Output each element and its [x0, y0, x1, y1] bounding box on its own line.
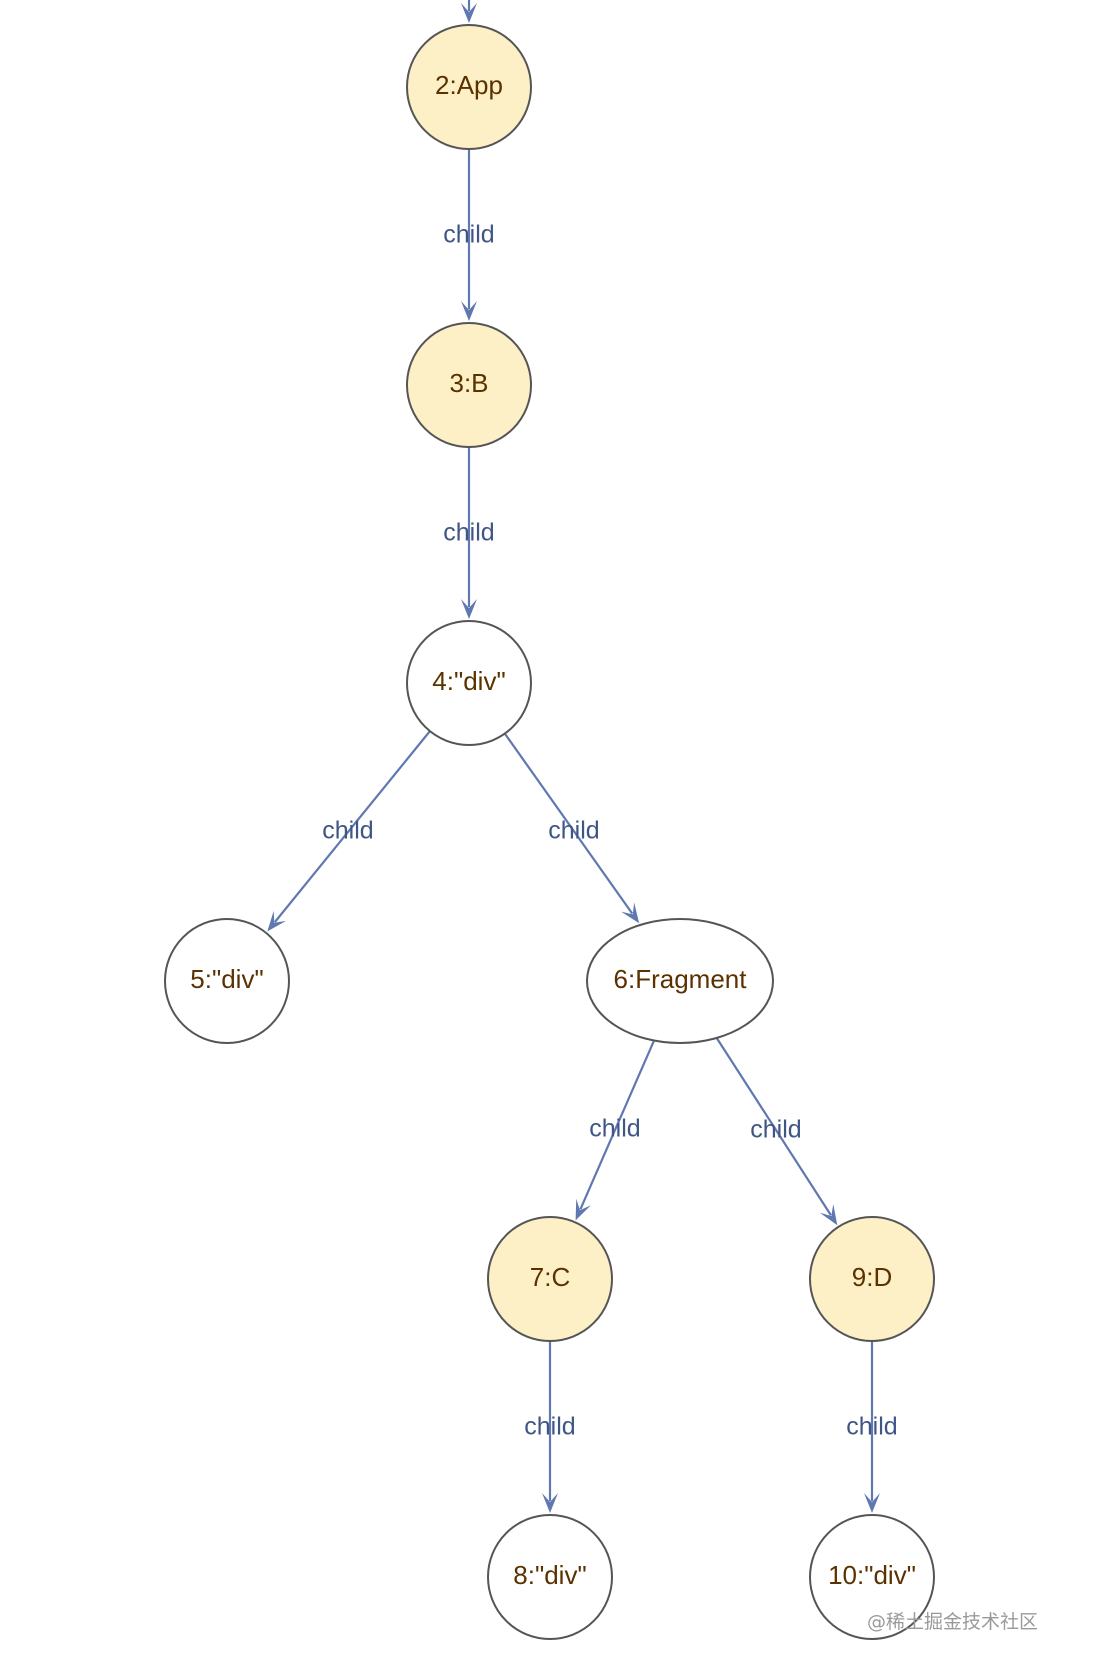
tree-node-n10: 10:"div"	[809, 1514, 935, 1640]
node-shape	[406, 620, 532, 746]
edge-line	[274, 730, 431, 923]
edge-label: child	[443, 221, 494, 249]
arrowhead-icon	[461, 3, 477, 23]
node-label: 9:D	[852, 1262, 892, 1292]
node-shape	[809, 1514, 935, 1640]
node-label: 5:"div"	[190, 964, 263, 994]
edges-layer: child child child child child child child child	[267, 0, 898, 1513]
arrowhead-icon	[819, 1204, 838, 1226]
node-label: 10:"div"	[828, 1560, 916, 1590]
node-label: 2:App	[435, 70, 503, 100]
node-label: 8:"div"	[513, 1560, 586, 1590]
edge-n9-n10: child	[846, 1341, 898, 1513]
node-shape	[809, 1216, 935, 1342]
node-shape	[406, 322, 532, 448]
edge-line	[503, 732, 634, 915]
node-label: 7:C	[530, 1262, 570, 1292]
edge-label: child	[750, 1116, 801, 1144]
tree-node-n4: 4:"div"	[406, 620, 532, 746]
tree-node-n9: 9:D	[809, 1216, 935, 1342]
tree-node-n2: 2:App	[406, 24, 532, 150]
nodes-layer: 2:App 3:B 4:"div" 5:"div" 6:Fragment 7:C 8:"di…	[164, 24, 935, 1640]
tree-node-n5: 5:"div"	[164, 918, 290, 1044]
node-shape	[487, 1216, 613, 1342]
edge-label: child	[846, 1413, 897, 1441]
arrowhead-icon	[267, 910, 287, 932]
edge-label: child	[548, 817, 599, 845]
arrowhead-icon	[542, 1493, 558, 1513]
edge-n3-n4: child	[443, 447, 495, 619]
node-label: 3:B	[449, 368, 488, 398]
edge-line	[579, 1040, 656, 1210]
arrowhead-icon	[461, 301, 477, 321]
tree-node-n7: 7:C	[487, 1216, 613, 1342]
arrowhead-icon	[621, 902, 640, 924]
tree-node-n6: 6:Fragment	[586, 918, 774, 1044]
edge-n4-n5: child	[267, 730, 431, 932]
edge-label: child	[524, 1413, 575, 1441]
tree-node-n8: 8:"div"	[487, 1514, 613, 1640]
tree-node-n3: 3:B	[406, 322, 532, 448]
node-shape	[586, 918, 774, 1044]
edge-label: child	[322, 817, 373, 845]
node-shape	[164, 918, 290, 1044]
edge-line	[715, 1037, 832, 1216]
node-label: 4:"div"	[432, 666, 505, 696]
arrowhead-icon	[575, 1198, 591, 1221]
edge-n6-n7: child	[575, 1040, 656, 1221]
edge-incoming-root	[461, 0, 477, 23]
node-shape	[406, 24, 532, 150]
edge-n4-n6: child	[503, 732, 640, 924]
node-shape	[487, 1514, 613, 1640]
edge-n2-n3: child	[443, 149, 495, 321]
arrowhead-icon	[864, 1493, 880, 1513]
node-label: 6:Fragment	[614, 964, 748, 994]
edge-n6-n9: child	[715, 1037, 838, 1226]
edge-label: child	[443, 519, 494, 547]
edge-n7-n8: child	[524, 1341, 576, 1513]
watermark: @稀土掘金技术社区	[866, 1611, 1038, 1633]
arrowhead-icon	[461, 599, 477, 619]
edge-label: child	[589, 1115, 640, 1143]
